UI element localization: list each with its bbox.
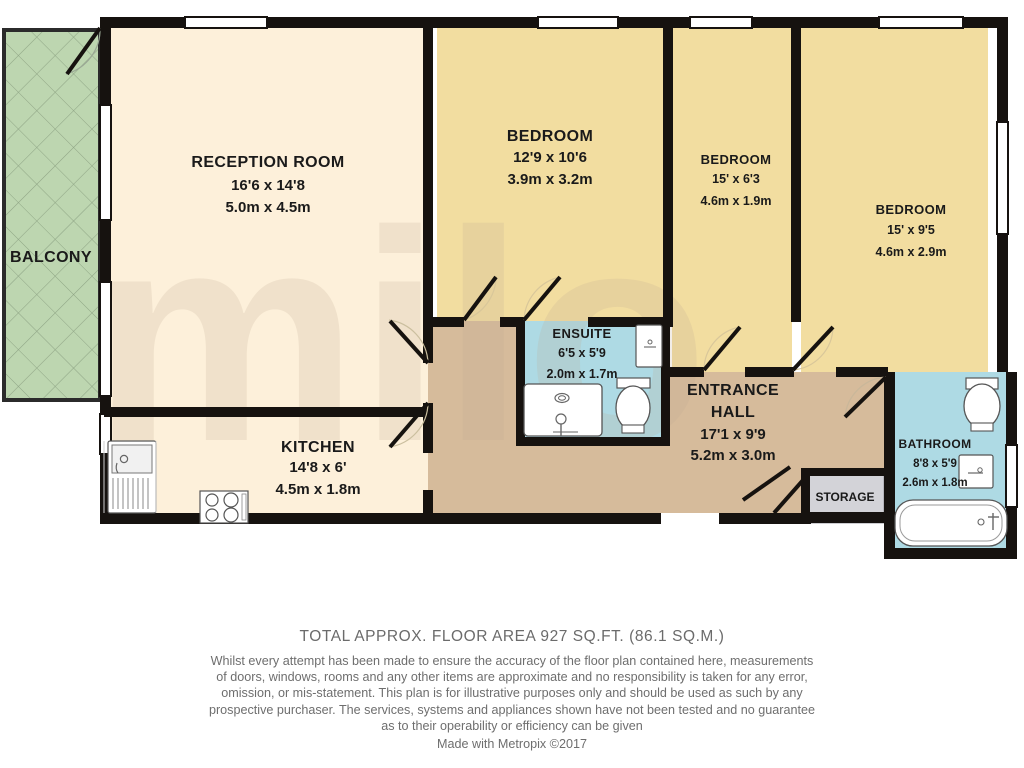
door-reception-hall xyxy=(388,319,430,365)
room-fills xyxy=(2,27,1006,552)
svg-text:RECEPTION ROOM: RECEPTION ROOM xyxy=(191,154,344,171)
disclaimer-line-4: prospective purchaser. The services, sys… xyxy=(208,702,816,717)
svg-text:2.0m x 1.7m: 2.0m x 1.7m xyxy=(547,367,618,381)
room-bedroom-2 xyxy=(672,27,792,372)
fixtures xyxy=(103,324,1008,547)
svg-text:4.6m x 1.9m: 4.6m x 1.9m xyxy=(701,194,772,208)
label-entrance-hall: ENTRANCE HALL 17'1 x 9'9 5.2m x 3.0m xyxy=(687,382,779,464)
svg-text:3.9m x 3.2m: 3.9m x 3.2m xyxy=(507,171,592,188)
door-entrance xyxy=(741,465,814,515)
door-balcony xyxy=(65,26,102,76)
bathroom-basin-icon xyxy=(958,454,994,489)
made-with-credit: Made with Metropix ©2017 xyxy=(437,737,587,752)
room-bedroom-1 xyxy=(437,27,663,322)
label-bedroom-1: BEDROOM 12'9 x 10'6 3.9m x 3.2m xyxy=(507,128,593,188)
svg-text:17'1 x 9'9: 17'1 x 9'9 xyxy=(700,426,766,443)
disclaimer-line-1: Whilst every attempt has been made to en… xyxy=(210,654,814,668)
bathroom-toilet-icon xyxy=(963,377,1001,432)
kitchen-hob-icon xyxy=(199,490,249,524)
ensuite-wall-right xyxy=(661,317,670,445)
floor-plan-drawing: milo xyxy=(2,16,1018,559)
room-balcony xyxy=(2,28,102,402)
label-balcony: BALCONY xyxy=(10,249,92,266)
ensuite-shower-icon xyxy=(523,383,603,437)
svg-text:HALL: HALL xyxy=(711,404,755,421)
label-reception-room: RECEPTION ROOM 16'6 x 14'8 5.0m x 4.5m xyxy=(191,154,344,216)
window-bedroom-1-top xyxy=(537,16,619,29)
room-bedroom-3 xyxy=(801,27,988,372)
label-bedroom-3: BEDROOM 15' x 9'5 4.6m x 2.9m xyxy=(876,202,947,259)
window-bedroom-3-top xyxy=(878,16,964,29)
svg-text:milo: milo xyxy=(92,168,709,504)
svg-text:BEDROOM: BEDROOM xyxy=(876,202,947,217)
label-ensuite: ENSUITE 6'5 x 5'9 2.0m x 1.7m xyxy=(547,326,618,381)
svg-text:BEDROOM: BEDROOM xyxy=(701,152,772,167)
door-bathroom xyxy=(843,375,888,419)
svg-text:15' x 6'3: 15' x 6'3 xyxy=(712,172,760,186)
ensuite-wall-left xyxy=(516,317,525,445)
svg-text:4.5m x 1.8m: 4.5m x 1.8m xyxy=(275,481,360,498)
room-reception-room xyxy=(104,27,428,412)
ensuite-wall-bottom xyxy=(516,437,670,446)
entrance-door-gap xyxy=(661,513,719,524)
kitchen-sink-icon xyxy=(107,440,157,514)
window-reception-left-upper xyxy=(99,104,112,221)
svg-text:ENTRANCE: ENTRANCE xyxy=(687,382,779,399)
bathroom-bathtub-icon xyxy=(894,499,1008,547)
svg-text:BEDROOM: BEDROOM xyxy=(507,128,593,145)
door-kitchen-hall xyxy=(388,401,430,449)
door-ensuite xyxy=(522,275,562,322)
svg-text:BATHROOM: BATHROOM xyxy=(899,437,972,451)
svg-text:2.6m x 1.8m: 2.6m x 1.8m xyxy=(902,477,967,489)
walls xyxy=(99,16,1018,559)
window-bathroom-right xyxy=(1005,444,1018,508)
disclaimer-line-5: as to their operability or efficiency ca… xyxy=(381,718,643,733)
room-entrance-hall xyxy=(428,321,884,523)
door-bedroom-3 xyxy=(791,325,835,372)
doors xyxy=(65,26,888,515)
svg-text:6'5 x 5'9: 6'5 x 5'9 xyxy=(558,346,606,360)
ensuite-toilet-icon xyxy=(615,377,651,434)
window-bedroom-3-right xyxy=(996,121,1009,235)
ensuite-basin-icon xyxy=(635,324,663,368)
label-bedroom-2: BEDROOM 15' x 6'3 4.6m x 1.9m xyxy=(701,152,772,208)
svg-text:5.0m x 4.5m: 5.0m x 4.5m xyxy=(225,199,310,216)
disclaimer-line-2: of doors, windows, rooms and any other i… xyxy=(216,670,808,685)
svg-text:ENSUITE: ENSUITE xyxy=(552,326,611,341)
svg-text:KITCHEN: KITCHEN xyxy=(281,439,355,456)
svg-text:4.6m x 2.9m: 4.6m x 2.9m xyxy=(876,245,947,259)
svg-text:8'8 x 5'9: 8'8 x 5'9 xyxy=(913,458,957,470)
svg-text:5.2m x 3.0m: 5.2m x 3.0m xyxy=(690,447,775,464)
svg-text:16'6 x 14'8: 16'6 x 14'8 xyxy=(231,177,305,194)
room-labels: BALCONY RECEPTION ROOM 16'6 x 14'8 5.0m … xyxy=(10,128,971,504)
svg-text:14'8 x 6': 14'8 x 6' xyxy=(289,459,346,476)
window-bedroom-2-top xyxy=(689,16,753,29)
label-bathroom: BATHROOM 8'8 x 5'9 2.6m x 1.8m xyxy=(899,437,972,489)
door-bedroom-1-left xyxy=(462,275,498,322)
footer: TOTAL APPROX. FLOOR AREA 927 SQ.FT. (86.… xyxy=(0,620,1024,768)
svg-text:15' x 9'5: 15' x 9'5 xyxy=(887,223,935,237)
door-bedroom-2 xyxy=(702,325,742,372)
svg-text:12'9 x 10'6: 12'9 x 10'6 xyxy=(513,149,587,166)
disclaimer-line-3: omission, or mis-statement. This plan is… xyxy=(221,686,803,701)
room-kitchen xyxy=(104,412,428,524)
window-reception-top xyxy=(184,16,268,29)
total-floor-area: TOTAL APPROX. FLOOR AREA 927 SQ.FT. (86.… xyxy=(299,628,725,645)
label-kitchen: KITCHEN 14'8 x 6' 4.5m x 1.8m xyxy=(275,439,360,498)
label-storage: STORAGE xyxy=(815,490,874,504)
window-reception-left-lower xyxy=(99,281,112,397)
watermark: milo xyxy=(92,168,709,504)
